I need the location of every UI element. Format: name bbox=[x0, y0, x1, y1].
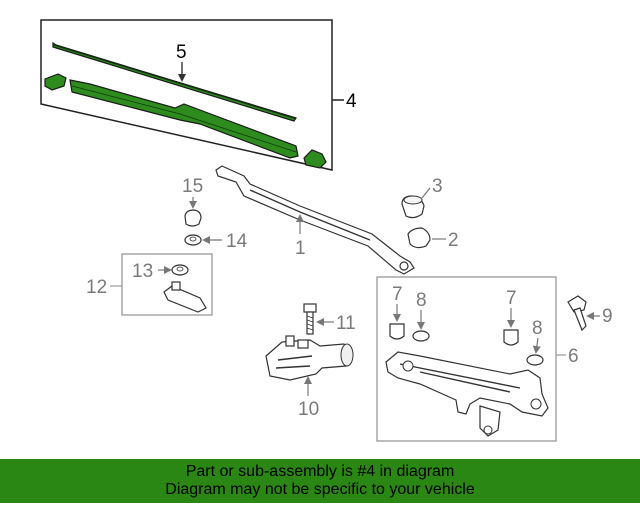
linkage-grommet-right[interactable] bbox=[503, 329, 519, 346]
callout-4: 4 bbox=[346, 91, 357, 112]
wiper-linkage[interactable] bbox=[385, 351, 549, 437]
arm-cap[interactable] bbox=[407, 227, 431, 249]
pivot-washer[interactable] bbox=[184, 234, 202, 246]
linkage-screw[interactable] bbox=[567, 295, 587, 332]
assembly-4-outline bbox=[40, 19, 333, 171]
callout-8b-arrow bbox=[532, 337, 541, 354]
linkage-collar-right[interactable] bbox=[526, 354, 544, 366]
wiper-blade-assembly-group[interactable] bbox=[40, 19, 344, 171]
grommet[interactable] bbox=[171, 264, 189, 276]
callout-14: 14 bbox=[226, 231, 248, 252]
callout-6: 6 bbox=[568, 346, 579, 367]
callout-5: 5 bbox=[176, 42, 187, 63]
wiper-blade-body[interactable] bbox=[69, 79, 299, 159]
nut-cap[interactable] bbox=[401, 195, 425, 219]
linkage-grommet-left[interactable] bbox=[389, 323, 405, 340]
wiper-motor[interactable] bbox=[265, 335, 354, 381]
callout-7a: 7 bbox=[392, 284, 403, 305]
pivot-cap[interactable] bbox=[184, 209, 202, 227]
callout-2: 2 bbox=[448, 230, 459, 251]
callout-9: 9 bbox=[602, 306, 613, 327]
banner-line-1: Part or sub-assembly is #4 in diagram bbox=[185, 463, 455, 480]
bracket-group-12[interactable] bbox=[110, 253, 213, 316]
callout-15: 15 bbox=[182, 176, 203, 197]
assembly-notice-banner: Part or sub-assembly is #4 in diagram Di… bbox=[0, 459, 640, 503]
callout-1: 1 bbox=[295, 238, 306, 259]
linkage-collar-left[interactable] bbox=[412, 330, 430, 342]
callout-11: 11 bbox=[336, 313, 356, 334]
wiper-arm[interactable] bbox=[215, 165, 415, 275]
callout-3-leader bbox=[421, 187, 431, 199]
blade-end-cap-left[interactable] bbox=[44, 73, 67, 91]
callout-8b: 8 bbox=[532, 318, 543, 339]
callout-12: 12 bbox=[86, 277, 107, 298]
linkage-group-6[interactable] bbox=[376, 276, 566, 442]
callout-8a: 8 bbox=[416, 290, 427, 311]
blade-end-cap-right[interactable] bbox=[303, 149, 327, 169]
callout-13: 13 bbox=[132, 261, 153, 282]
motor-bolt[interactable] bbox=[303, 303, 317, 335]
callout-10: 10 bbox=[298, 399, 319, 420]
callout-3: 3 bbox=[432, 176, 443, 197]
callout-7b: 7 bbox=[506, 288, 517, 309]
mount-bracket[interactable] bbox=[163, 281, 207, 313]
wiper-blade-insert[interactable] bbox=[52, 41, 297, 122]
banner-line-2: Diagram may not be specific to your vehi… bbox=[165, 481, 475, 498]
